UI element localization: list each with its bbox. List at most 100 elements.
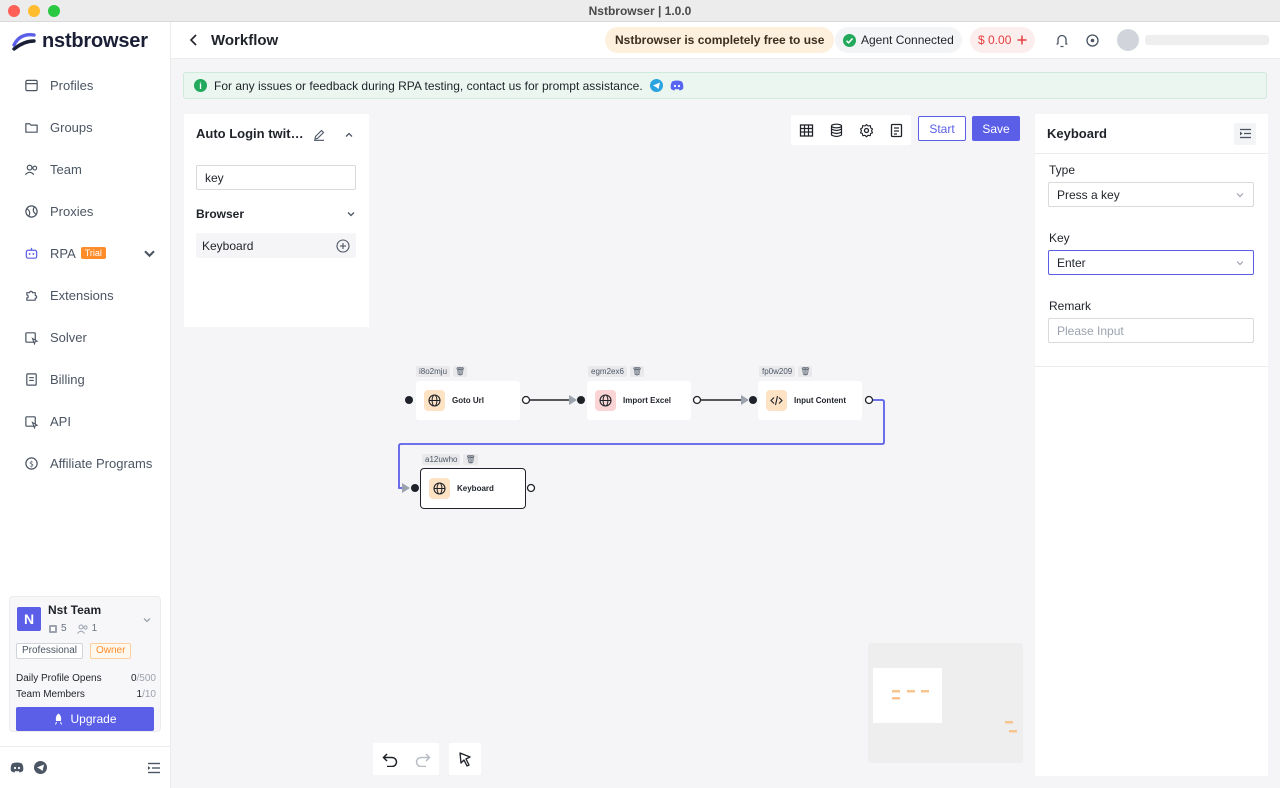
flow-node-input-content[interactable]: Input Content bbox=[758, 381, 862, 420]
settings-sun-icon[interactable] bbox=[1085, 33, 1100, 48]
plus-icon[interactable] bbox=[1017, 35, 1027, 45]
sidebar-item-solver[interactable]: Solver bbox=[0, 316, 171, 358]
members-count-icon bbox=[76, 624, 88, 634]
properties-title: Keyboard bbox=[1047, 126, 1107, 141]
solver-icon bbox=[25, 331, 39, 345]
node-library-panel: Auto Login twitter Browser Keyboard bbox=[184, 114, 369, 327]
globe-icon bbox=[25, 204, 38, 218]
collapse-panel-button[interactable] bbox=[1234, 122, 1256, 145]
flow-node-import-excel[interactable]: Import Excel bbox=[587, 381, 691, 420]
sidebar-item-proxies[interactable]: Proxies bbox=[0, 190, 171, 232]
sidebar-footer bbox=[0, 746, 171, 788]
canvas-minimap[interactable] bbox=[868, 643, 1023, 763]
chevron-down-icon[interactable] bbox=[142, 615, 152, 625]
close-window-button[interactable] bbox=[8, 5, 20, 17]
remark-field[interactable] bbox=[1048, 318, 1254, 343]
node-input-handle[interactable] bbox=[577, 396, 585, 404]
maximize-window-button[interactable] bbox=[48, 5, 60, 17]
agent-status-badge[interactable]: Agent Connected bbox=[835, 27, 962, 53]
sidebar-item-profiles[interactable]: Profiles bbox=[0, 64, 171, 106]
properties-header: Keyboard bbox=[1035, 114, 1268, 154]
telegram-icon[interactable] bbox=[34, 761, 47, 774]
node-output-handle[interactable] bbox=[864, 395, 874, 405]
remark-input[interactable] bbox=[1057, 323, 1245, 338]
trash-icon[interactable]: 🗑 bbox=[453, 366, 468, 377]
team-members-row: Team Members 1/10 bbox=[16, 689, 156, 700]
node-group-browser[interactable]: Browser bbox=[196, 207, 356, 221]
free-notice-badge: Nstbrowser is completely free to use bbox=[605, 27, 835, 53]
trash-icon[interactable]: 🗑 bbox=[798, 366, 813, 377]
globe-icon bbox=[595, 390, 616, 411]
node-search-input[interactable] bbox=[196, 165, 356, 190]
window-controls[interactable] bbox=[8, 5, 60, 17]
select-tool-button[interactable] bbox=[449, 743, 481, 775]
gear-icon[interactable] bbox=[859, 123, 874, 138]
database-icon[interactable] bbox=[829, 123, 844, 138]
chevron-down-icon[interactable] bbox=[142, 246, 157, 261]
redo-icon[interactable] bbox=[415, 752, 431, 767]
back-arrow-icon[interactable] bbox=[187, 32, 201, 48]
sidebar-item-api[interactable]: API bbox=[0, 400, 171, 442]
team-stats: 5 1 bbox=[48, 623, 97, 634]
folder-icon bbox=[25, 122, 38, 133]
bell-icon[interactable] bbox=[1055, 33, 1069, 48]
plan-tag: Professional bbox=[16, 643, 84, 659]
collapse-sidebar-icon[interactable] bbox=[147, 762, 161, 774]
chevron-down-icon bbox=[1236, 192, 1244, 197]
undo-icon[interactable] bbox=[381, 752, 398, 767]
page-header: Workflow Nstbrowser is completely free t… bbox=[171, 22, 1280, 59]
trash-icon[interactable]: 🗑 bbox=[629, 366, 645, 377]
edge-import-input[interactable] bbox=[697, 395, 749, 405]
sidebar-item-rpa[interactable]: RPA Trial bbox=[0, 232, 171, 274]
key-select[interactable]: Enter bbox=[1048, 250, 1254, 275]
brand-logo[interactable]: nstbrowser bbox=[12, 30, 148, 52]
add-circle-icon[interactable] bbox=[336, 238, 350, 253]
sidebar-item-extensions[interactable]: Extensions bbox=[0, 274, 171, 316]
discord-icon[interactable] bbox=[670, 80, 684, 91]
log-document-icon[interactable] bbox=[889, 123, 904, 138]
sidebar-item-label: Profiles bbox=[50, 77, 94, 93]
table-icon[interactable] bbox=[799, 123, 814, 138]
edit-pencil-icon[interactable] bbox=[313, 129, 325, 141]
node-item-keyboard[interactable]: Keyboard bbox=[196, 233, 356, 258]
upgrade-button[interactable]: Upgrade bbox=[16, 707, 154, 731]
balance-value: $ 0.00 bbox=[978, 33, 1012, 47]
edge-input-keyboard[interactable] bbox=[398, 399, 885, 493]
sidebar-item-team[interactable]: Team bbox=[0, 148, 171, 190]
trial-badge: Trial bbox=[80, 247, 106, 259]
flow-node-goto-url[interactable]: Goto Url bbox=[416, 381, 520, 420]
history-controls bbox=[373, 743, 439, 775]
minimize-window-button[interactable] bbox=[28, 5, 40, 17]
sidebar-item-affiliate[interactable]: $ Affiliate Programs bbox=[0, 442, 171, 484]
start-button[interactable]: Start bbox=[918, 116, 966, 141]
type-select[interactable]: Press a key bbox=[1048, 182, 1254, 207]
chevron-down-icon bbox=[1236, 260, 1244, 265]
telegram-icon[interactable] bbox=[649, 79, 663, 92]
node-output-handle[interactable] bbox=[526, 483, 536, 493]
edge-goto-import[interactable] bbox=[526, 395, 577, 405]
minimap-viewport[interactable] bbox=[873, 668, 942, 723]
balance-badge[interactable]: $ 0.00 bbox=[970, 27, 1036, 53]
node-output-handle[interactable] bbox=[521, 395, 531, 405]
node-input-handle[interactable] bbox=[749, 396, 757, 404]
flow-node-keyboard[interactable]: Keyboard bbox=[420, 468, 526, 509]
node-output-handle[interactable] bbox=[692, 395, 702, 405]
chevron-up-icon[interactable] bbox=[344, 130, 354, 140]
panel-divider bbox=[1035, 366, 1268, 367]
chevron-down-icon[interactable] bbox=[346, 209, 356, 219]
trash-icon[interactable]: 🗑 bbox=[463, 454, 478, 465]
node-input-handle[interactable] bbox=[411, 484, 419, 492]
profiles-icon bbox=[25, 79, 38, 91]
role-tag: Owner bbox=[90, 643, 132, 659]
user-avatar[interactable] bbox=[1117, 29, 1139, 51]
team-card[interactable]: N Nst Team 5 1 Professional Owner Daily … bbox=[9, 596, 161, 732]
nstbrowser-logo-icon bbox=[12, 33, 36, 51]
save-button[interactable]: Save bbox=[972, 116, 1020, 141]
team-icon bbox=[24, 164, 38, 175]
sidebar-item-groups[interactable]: Groups bbox=[0, 106, 171, 148]
discord-icon[interactable] bbox=[10, 762, 24, 773]
node-input-handle[interactable] bbox=[405, 396, 413, 404]
minimap-nodes bbox=[892, 690, 929, 700]
sidebar-item-billing[interactable]: Billing bbox=[0, 358, 171, 400]
sidebar-item-label: Solver bbox=[50, 329, 87, 345]
